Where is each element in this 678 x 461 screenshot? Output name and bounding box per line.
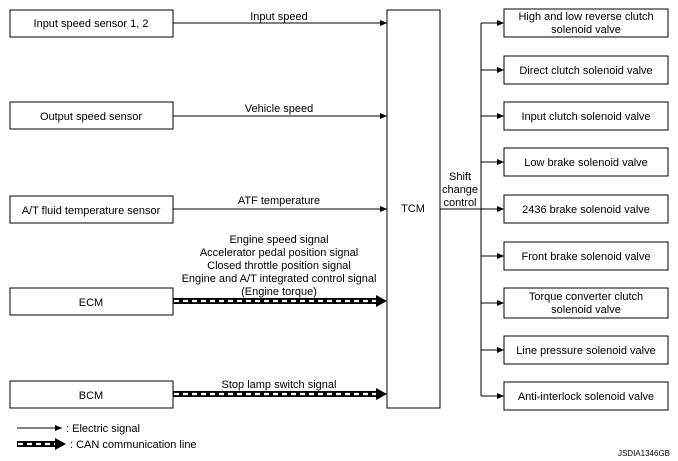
input-speed-sensor-box: Input speed sensor 1, 2 xyxy=(9,9,174,38)
input-speed-signal-label: Input speed xyxy=(250,11,308,23)
svg-text:Input clutch solenoid valve: Input clutch solenoid valve xyxy=(521,111,650,123)
atf-sensor-box: A/T fluid temperature sensor xyxy=(9,195,174,224)
legend-can-label: : CAN communication line xyxy=(70,439,197,451)
shift-change-control-line-2: change xyxy=(442,184,478,196)
svg-text:Front brake solenoid valve: Front brake solenoid valve xyxy=(521,251,650,263)
ecm-can-arrow xyxy=(173,295,387,307)
output-2436-brake: 2436 brake solenoid valve xyxy=(481,194,669,224)
svg-text:2436 brake solenoid valve: 2436 brake solenoid valve xyxy=(522,204,650,216)
output-low-brake: Low brake solenoid valve xyxy=(481,147,669,177)
ecm-signal-line-5: (Engine torque) xyxy=(241,286,317,298)
figure-id: JSDIA1346GB xyxy=(618,449,670,458)
output-front-brake: Front brake solenoid valve xyxy=(481,241,669,271)
shift-change-control-line-1: Shift xyxy=(449,171,471,183)
legend-electric-label: : Electric signal xyxy=(66,423,140,435)
svg-text:High and low reverse clutch: High and low reverse clutch xyxy=(518,11,653,23)
input-speed-sensor-label: Input speed sensor 1, 2 xyxy=(34,18,149,30)
ecm-signal-line-1: Engine speed signal xyxy=(229,234,328,246)
bcm-box: BCM xyxy=(9,380,174,409)
svg-text:Torque converter clutch: Torque converter clutch xyxy=(529,291,643,303)
svg-text:solenoid valve: solenoid valve xyxy=(551,304,621,316)
output-speed-sensor-label: Output speed sensor xyxy=(40,111,142,123)
output-input-clutch: Input clutch solenoid valve xyxy=(481,101,669,131)
svg-text:Low brake solenoid valve: Low brake solenoid valve xyxy=(524,157,648,169)
legend-can-line xyxy=(17,438,66,450)
ecm-signal-line-3: Closed throttle position signal xyxy=(207,260,351,272)
ecm-label: ECM xyxy=(79,297,103,309)
output-high-low-reverse-clutch: High and low reverse clutch solenoid val… xyxy=(481,8,669,38)
svg-text:solenoid valve: solenoid valve xyxy=(551,24,621,36)
atf-temperature-signal-label: ATF temperature xyxy=(238,195,320,207)
svg-text:Anti-interlock solenoid valve: Anti-interlock solenoid valve xyxy=(518,391,654,403)
ecm-box: ECM xyxy=(9,287,174,316)
vehicle-speed-signal-label: Vehicle speed xyxy=(245,103,314,115)
output-speed-sensor-box: Output speed sensor xyxy=(9,101,174,130)
output-direct-clutch: Direct clutch solenoid valve xyxy=(481,55,669,85)
ecm-signal-line-4: Engine and A/T integrated control signal xyxy=(182,273,377,285)
legend: : Electric signal : CAN communication li… xyxy=(17,423,197,451)
output-line-pressure: Line pressure solenoid valve xyxy=(481,335,669,365)
svg-text:Line pressure solenoid valve: Line pressure solenoid valve xyxy=(516,345,655,357)
tcm-label: TCM xyxy=(401,203,425,215)
tcm-box: TCM xyxy=(386,9,441,409)
atf-sensor-label: A/T fluid temperature sensor xyxy=(22,205,161,217)
shift-change-control-line-3: control xyxy=(443,197,476,209)
ecm-signal-line-2: Accelerator pedal position signal xyxy=(200,247,358,259)
bcm-label: BCM xyxy=(79,390,103,402)
bcm-can-arrow xyxy=(173,388,387,400)
output-torque-converter-clutch: Torque converter clutch solenoid valve xyxy=(481,287,669,319)
output-anti-interlock: Anti-interlock solenoid valve xyxy=(481,381,669,411)
svg-text:Direct clutch solenoid valve: Direct clutch solenoid valve xyxy=(519,65,652,77)
stop-lamp-signal-label: Stop lamp switch signal xyxy=(222,379,337,391)
